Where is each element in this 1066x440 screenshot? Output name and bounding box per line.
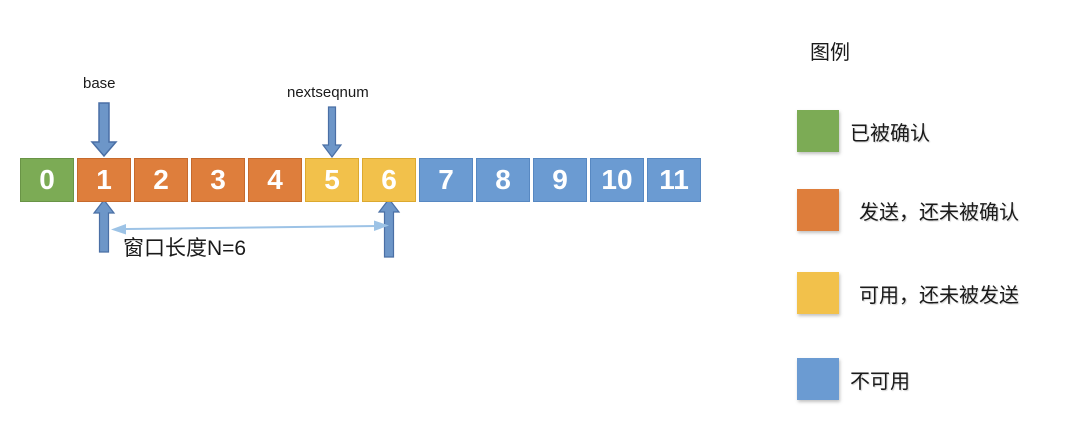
seq-cell-10: 10 <box>590 158 644 202</box>
seq-cell-2: 2 <box>134 158 188 202</box>
base-arrow-down-icon <box>90 102 118 158</box>
legend-item-acked: 已被确认 <box>797 110 930 152</box>
seq-cell-6: 6 <box>362 158 416 202</box>
seq-cell-5: 5 <box>305 158 359 202</box>
nextseqnum-arrow-down-icon <box>321 106 343 158</box>
window-right-up-arrow-icon <box>377 198 401 258</box>
legend-swatch-usable <box>797 272 839 314</box>
seq-cell-9: 9 <box>533 158 587 202</box>
window-length-label: 窗口长度N=6 <box>123 237 247 260</box>
seq-cell-7: 7 <box>419 158 473 202</box>
legend-item-label: 已被确认 <box>850 122 930 145</box>
legend-swatch-acked <box>797 110 839 152</box>
seq-cell-3: 3 <box>191 158 245 202</box>
seq-cell-1: 1 <box>77 158 131 202</box>
legend-swatch-sent <box>797 189 839 231</box>
legend-item-label: 发送，还未被确认 <box>859 201 1019 224</box>
seq-cell-0: 0 <box>20 158 74 202</box>
sequence-row: 0 1 2 3 4 5 6 7 8 9 10 11 <box>20 158 701 202</box>
nextseqnum-pointer-label: nextseqnum <box>287 84 369 101</box>
legend-item-unusable: 不可用 <box>797 358 910 400</box>
legend-item-sent: 发送，还未被确认 <box>797 189 1019 231</box>
window-span-double-arrow-icon <box>111 220 389 235</box>
seq-cell-4: 4 <box>248 158 302 202</box>
seq-cell-8: 8 <box>476 158 530 202</box>
legend-title: 图例 <box>810 42 850 64</box>
legend-item-label: 不可用 <box>850 370 910 393</box>
seq-cell-11: 11 <box>647 158 701 202</box>
legend-item-label: 可用，还未被发送 <box>859 284 1019 307</box>
legend-swatch-unusable <box>797 358 839 400</box>
legend: 图例 已被确认 发送，还未被确认 可用，还未被发送 不可用 <box>797 0 1057 440</box>
legend-item-usable: 可用，还未被发送 <box>797 272 1019 314</box>
base-pointer-label: base <box>83 75 116 92</box>
window-left-up-arrow-icon <box>92 199 116 253</box>
